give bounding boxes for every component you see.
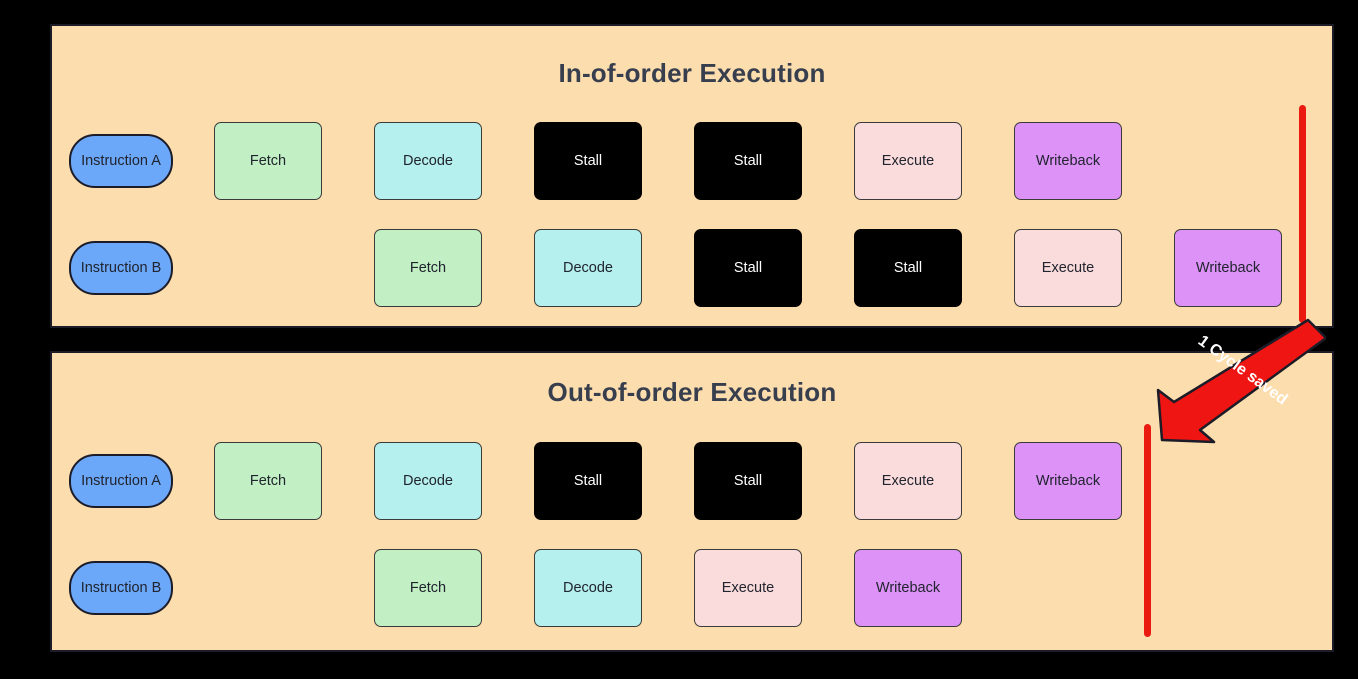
stage-box-fetch[interactable]: Fetch [214,122,322,200]
stage-box-fetch[interactable]: Fetch [374,549,482,627]
stage-box-writeback[interactable]: Writeback [1014,442,1122,520]
stage-box-stall[interactable]: Stall [694,122,802,200]
stage-box-execute[interactable]: Execute [854,122,962,200]
stage-box-decode[interactable]: Decode [374,442,482,520]
stage-box-writeback[interactable]: Writeback [1174,229,1282,307]
stage-box-execute[interactable]: Execute [1014,229,1122,307]
stage-box-decode[interactable]: Decode [374,122,482,200]
stage-box-decode[interactable]: Decode [534,549,642,627]
stage-box-stall[interactable]: Stall [694,229,802,307]
stage-box-fetch[interactable]: Fetch [214,442,322,520]
panel-in-order-execution: In-of-order Execution Instruction A Fetc… [50,24,1334,328]
stage-box-stall[interactable]: Stall [534,442,642,520]
instruction-pill-a-in-order[interactable]: Instruction A [69,134,173,188]
stage-box-stall[interactable]: Stall [534,122,642,200]
instruction-pill-b-in-order[interactable]: Instruction B [69,241,173,295]
stage-box-stall[interactable]: Stall [854,229,962,307]
stage-box-writeback[interactable]: Writeback [854,549,962,627]
stage-box-execute[interactable]: Execute [694,549,802,627]
stage-box-stall[interactable]: Stall [694,442,802,520]
panel-in-order-title: In-of-order Execution [558,58,826,88]
instruction-pill-a-out-of-order[interactable]: Instruction A [69,454,173,508]
stage-box-fetch[interactable]: Fetch [374,229,482,307]
completion-marker-line-out-of-order [1144,424,1151,637]
stage-box-execute[interactable]: Execute [854,442,962,520]
panel-out-of-order-title: Out-of-order Execution [547,377,837,407]
stage-box-decode[interactable]: Decode [534,229,642,307]
completion-marker-line-in-order [1299,105,1306,323]
panel-out-of-order-execution: Out-of-order Execution Instruction A Fet… [50,351,1334,652]
stage-box-writeback[interactable]: Writeback [1014,122,1122,200]
instruction-pill-b-out-of-order[interactable]: Instruction B [69,561,173,615]
